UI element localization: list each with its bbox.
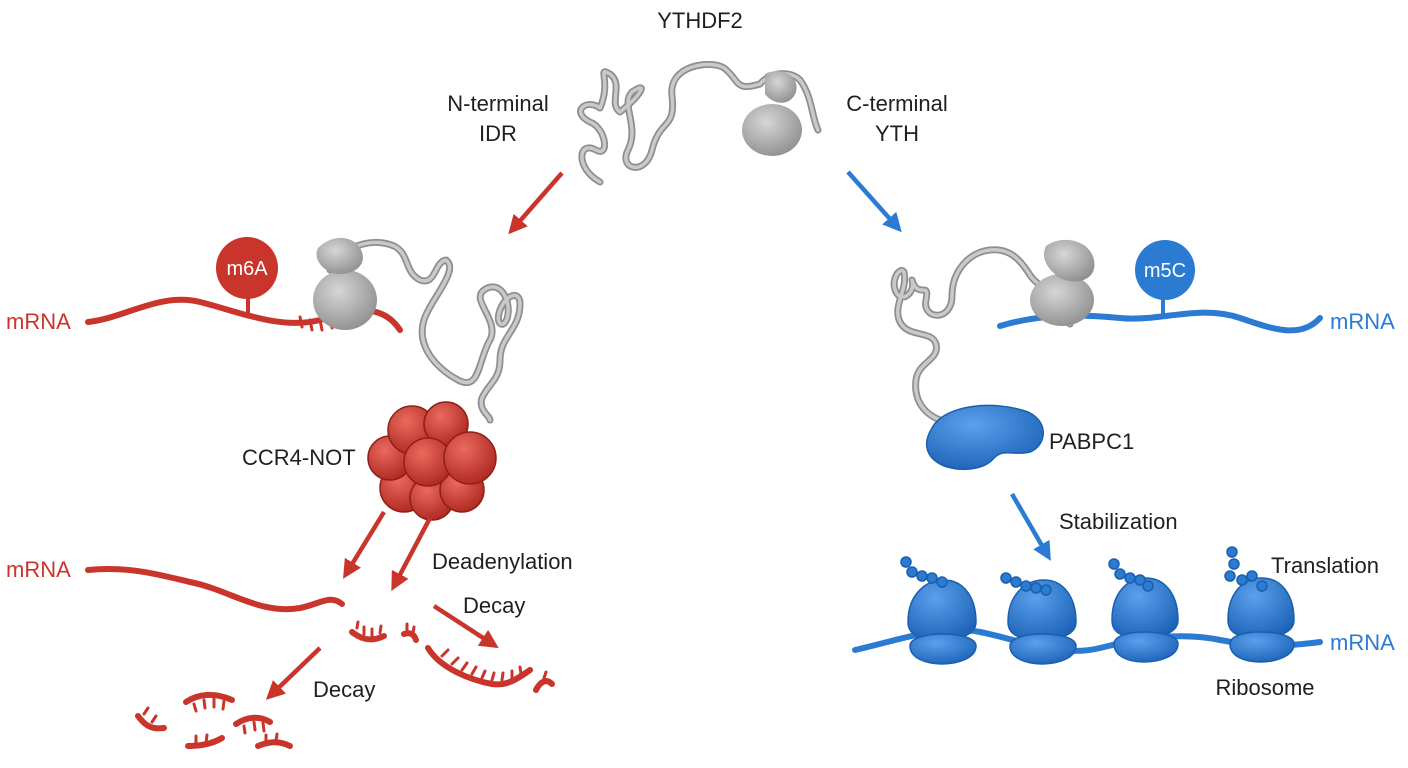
ribosome-label: Ribosome <box>1215 675 1314 700</box>
arrow-ccr4-to-mrna <box>343 510 386 579</box>
deadenylation-label: Deadenylation <box>432 549 573 574</box>
ccr4-not-label: CCR4-NOT <box>242 445 356 470</box>
c-terminal-label-line2: YTH <box>875 121 919 146</box>
peptide-chain-1 <box>900 556 948 588</box>
mrna-label-deadenylated: mRNA <box>6 557 71 582</box>
mrna-fragments-decayed <box>135 692 293 749</box>
ccr4-not-complex <box>367 401 497 521</box>
decay-label-left: Decay <box>313 677 375 702</box>
ribosome-2 <box>1007 579 1077 665</box>
peptide-chain-2 <box>1000 572 1052 596</box>
stabilization-label: Stabilization <box>1059 509 1178 534</box>
mrna-fragments-middle <box>349 620 419 643</box>
pabpc1-label: PABPC1 <box>1049 429 1134 454</box>
ribosome-3 <box>1111 577 1179 663</box>
arrow-decay-right <box>432 604 499 649</box>
c-terminal-label-line1: C-terminal <box>846 91 947 116</box>
m6a-modification <box>216 237 278 299</box>
n-terminal-label-line1: N-terminal <box>447 91 548 116</box>
m5c-modification <box>1135 240 1195 300</box>
peptide-chain-3 <box>1108 558 1154 592</box>
mrna-label-translated: mRNA <box>1330 630 1395 655</box>
mrna-strand-deadenylated <box>85 566 345 613</box>
ythdf2-protein-top <box>577 60 822 186</box>
arrow-to-m6a-pathway <box>508 171 564 235</box>
arrow-deadenylation <box>391 516 432 592</box>
mrna-fragment-long <box>425 645 555 693</box>
ythdf2-bound-left <box>313 237 524 424</box>
ribosome-4 <box>1227 577 1295 663</box>
n-terminal-label-line2: IDR <box>479 121 517 146</box>
m6a-label: m6A <box>226 258 268 280</box>
m5c-label: m5C <box>1144 260 1186 282</box>
protein-name: YTHDF2 <box>657 8 743 33</box>
ribosome-1 <box>907 579 977 665</box>
mrna-label-m6a: mRNA <box>6 309 71 334</box>
ythdf2-bound-right <box>890 239 1095 424</box>
arrow-stabilization <box>1010 492 1051 561</box>
translation-label: Translation <box>1271 553 1379 578</box>
mrna-label-m5c: mRNA <box>1330 309 1395 334</box>
decay-label-right: Decay <box>463 593 525 618</box>
pabpc1-protein <box>925 404 1044 471</box>
peptide-chain-4 <box>1224 546 1268 592</box>
arrow-to-m5c-pathway <box>846 170 902 233</box>
arrow-decay-left <box>265 646 322 700</box>
